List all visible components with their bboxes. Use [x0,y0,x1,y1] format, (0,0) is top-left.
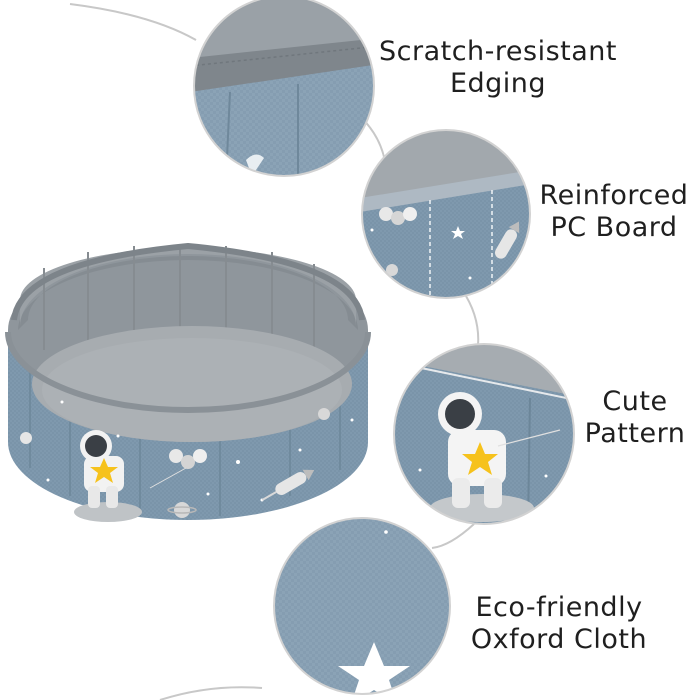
callout-pattern-line1: Cute [602,386,668,417]
callout-pattern-line2: Pattern [584,418,686,449]
rocket-icon [495,221,520,259]
star-icon [451,226,465,239]
callout-cloth-line2: Oxford Cloth [470,624,648,655]
astronaut-icon [74,430,142,522]
star-icon [90,458,118,483]
callout-pattern: Cute Pattern [578,386,692,450]
callout-cloth-line1: Eco-friendly [475,592,643,623]
star-icon [338,642,410,694]
astronaut-icon [430,392,561,522]
callout-edging-line1: Scratch-resistant [379,36,617,67]
callout-pc-board: Reinforced PC Board [536,180,692,244]
ball-pit [5,242,371,522]
rocket-icon [261,469,315,501]
callout-edging: Scratch-resistant Edging [370,36,626,100]
callout-cloth: Eco-friendly Oxford Cloth [466,592,652,656]
moon-icon [20,408,330,518]
callout-pc-board-line2: PC Board [550,212,678,243]
balloon-icon [379,207,417,225]
callout-pc-board-line1: Reinforced [539,180,689,211]
star-icon [462,442,498,475]
callout-edging-line2: Edging [449,68,547,99]
detail-circle-pc-board [362,130,530,298]
detail-circle-cloth [274,518,450,694]
detail-circle-pattern [394,344,574,524]
balloon-icon [149,449,207,489]
